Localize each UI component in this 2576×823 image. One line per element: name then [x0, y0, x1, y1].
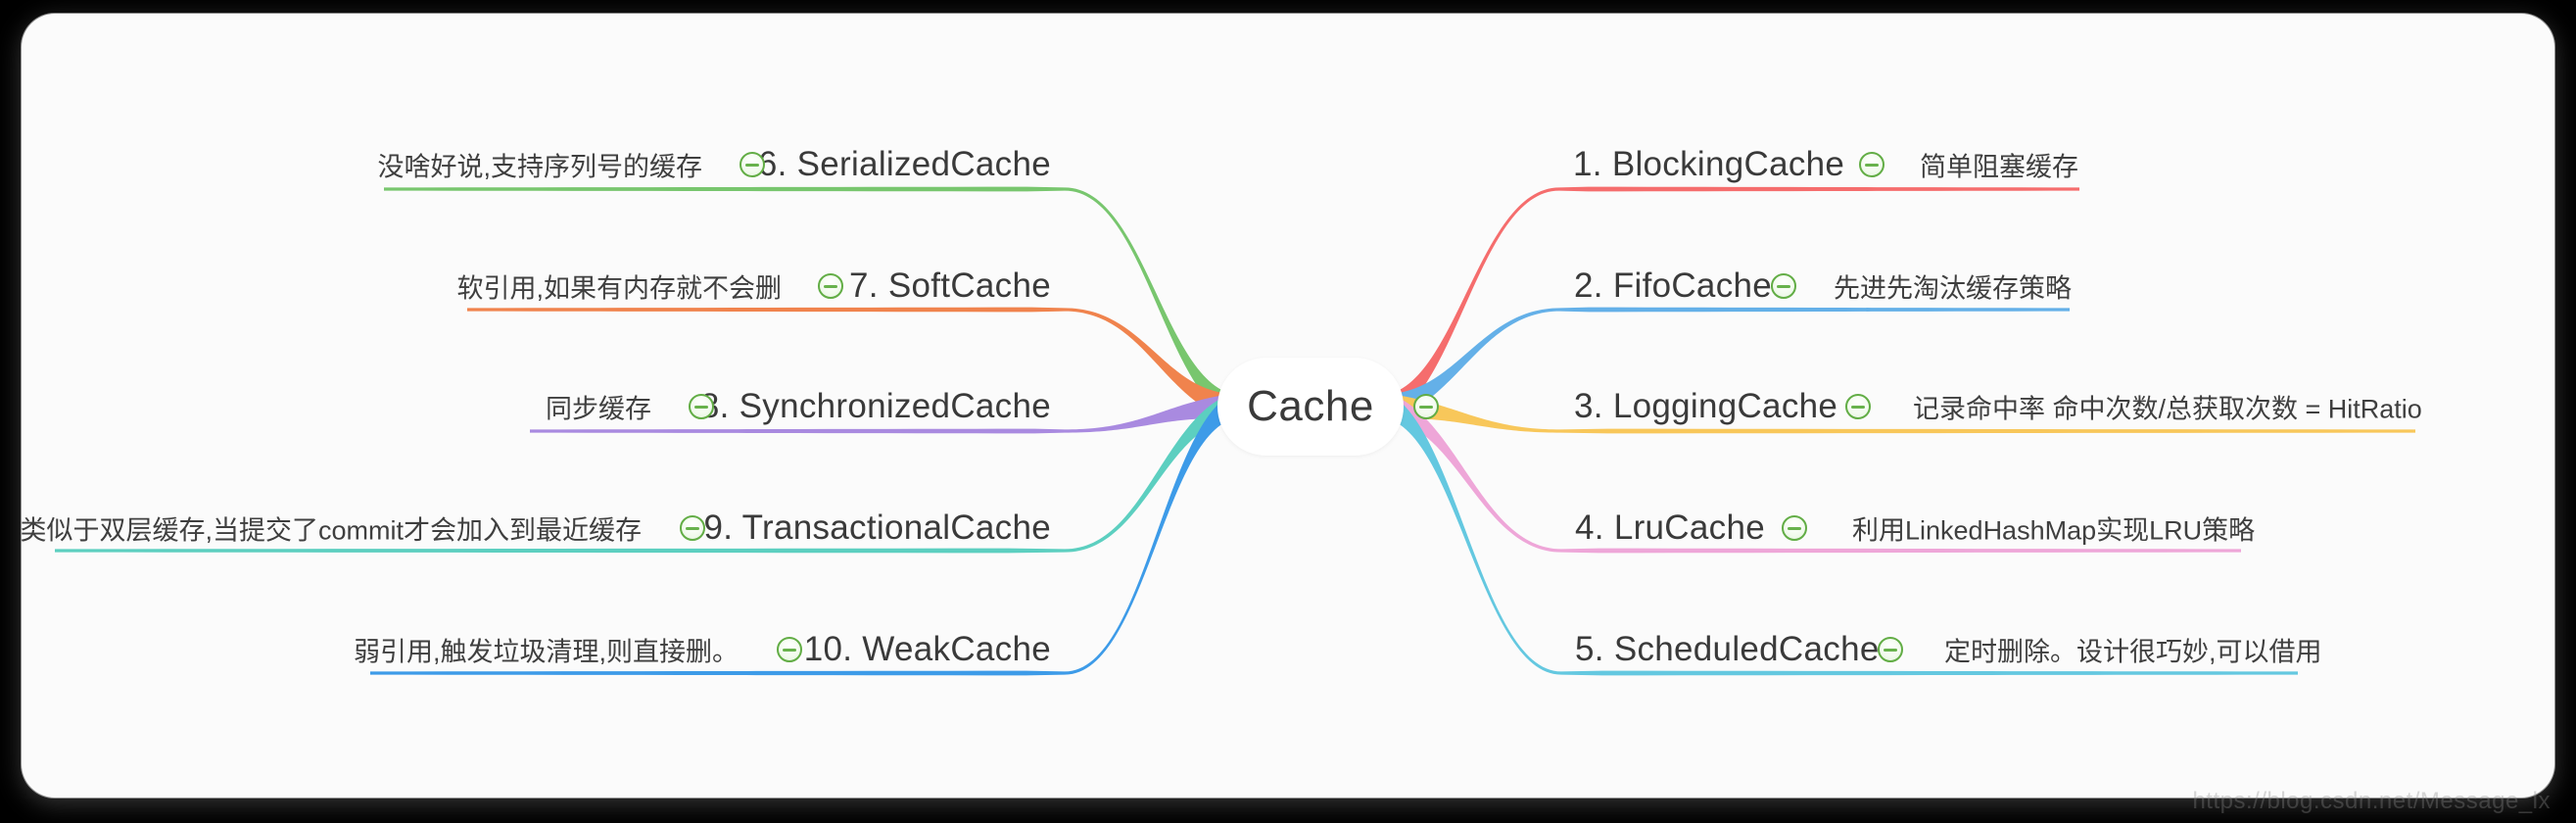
topic-soft-cache[interactable]: 7. SoftCache	[849, 266, 1051, 305]
detail-weak-cache[interactable]: 弱引用,触发垃圾清理,则直接删。	[353, 637, 739, 667]
collapse-toggle-icon-transactional-cache[interactable]	[680, 515, 705, 541]
collapse-toggle-icon-blocking-cache[interactable]	[1859, 152, 1884, 177]
collapse-toggle-icon-weak-cache[interactable]	[777, 637, 802, 662]
detail-transactional-cache[interactable]: 类似于双层缓存,当提交了commit才会加入到最近缓存	[20, 515, 643, 546]
branch-line-logging-cache	[1390, 394, 2415, 434]
detail-scheduled-cache[interactable]: 定时删除。设计很巧妙,可以借用	[1944, 637, 2322, 667]
detail-blocking-cache[interactable]: 简单阻塞缓存	[1920, 152, 2078, 182]
detail-lru-cache[interactable]: 利用LinkedHashMap实现LRU策略	[1852, 515, 2256, 546]
topic-fifo-cache[interactable]: 2. FifoCache	[1574, 266, 1773, 305]
center-node[interactable]: Cache	[1217, 358, 1404, 456]
collapse-toggle-icon-synchronized-cache[interactable]	[689, 394, 714, 419]
branch-line-synchronized-cache	[530, 394, 1231, 434]
detail-logging-cache[interactable]: 记录命中率 命中次数/总获取次数 = HitRatio	[1913, 394, 2422, 424]
center-node-label: Cache	[1247, 382, 1374, 430]
topic-transactional-cache[interactable]: 9. TransactionalCache	[703, 508, 1051, 547]
collapse-toggle-icon-fifo-cache[interactable]	[1771, 273, 1796, 299]
detail-soft-cache[interactable]: 软引用,如果有内存就不会删	[456, 273, 782, 304]
collapse-toggle-icon-logging-cache[interactable]	[1845, 394, 1871, 419]
collapse-toggle-icon-scheduled-cache[interactable]	[1878, 637, 1903, 662]
collapse-toggle-icon-serialized-cache[interactable]	[739, 152, 765, 177]
topic-logging-cache[interactable]: 3. LoggingCache	[1574, 387, 1838, 425]
detail-serialized-cache[interactable]: 没啥好说,支持序列号的缓存	[377, 152, 702, 182]
detail-synchronized-cache[interactable]: 同步缓存	[546, 394, 651, 424]
topic-blocking-cache[interactable]: 1. BlockingCache	[1573, 145, 1845, 183]
topic-scheduled-cache[interactable]: 5. ScheduledCache	[1575, 630, 1880, 668]
collapse-toggle-icon-lru-cache[interactable]	[1782, 515, 1807, 541]
topic-serialized-cache[interactable]: 6. SerializedCache	[757, 145, 1051, 183]
center-collapse-toggle-icon[interactable]	[1413, 394, 1439, 419]
topic-weak-cache[interactable]: 10. WeakCache	[803, 630, 1051, 668]
topic-synchronized-cache[interactable]: 8. SynchronizedCache	[699, 387, 1051, 425]
detail-fifo-cache[interactable]: 先进先淘汰缓存策略	[1834, 273, 2072, 304]
topic-lru-cache[interactable]: 4. LruCache	[1575, 508, 1765, 547]
watermark-text: https://blog.csdn.net/Message_lx	[2192, 788, 2551, 814]
collapse-toggle-icon-soft-cache[interactable]	[818, 273, 843, 299]
